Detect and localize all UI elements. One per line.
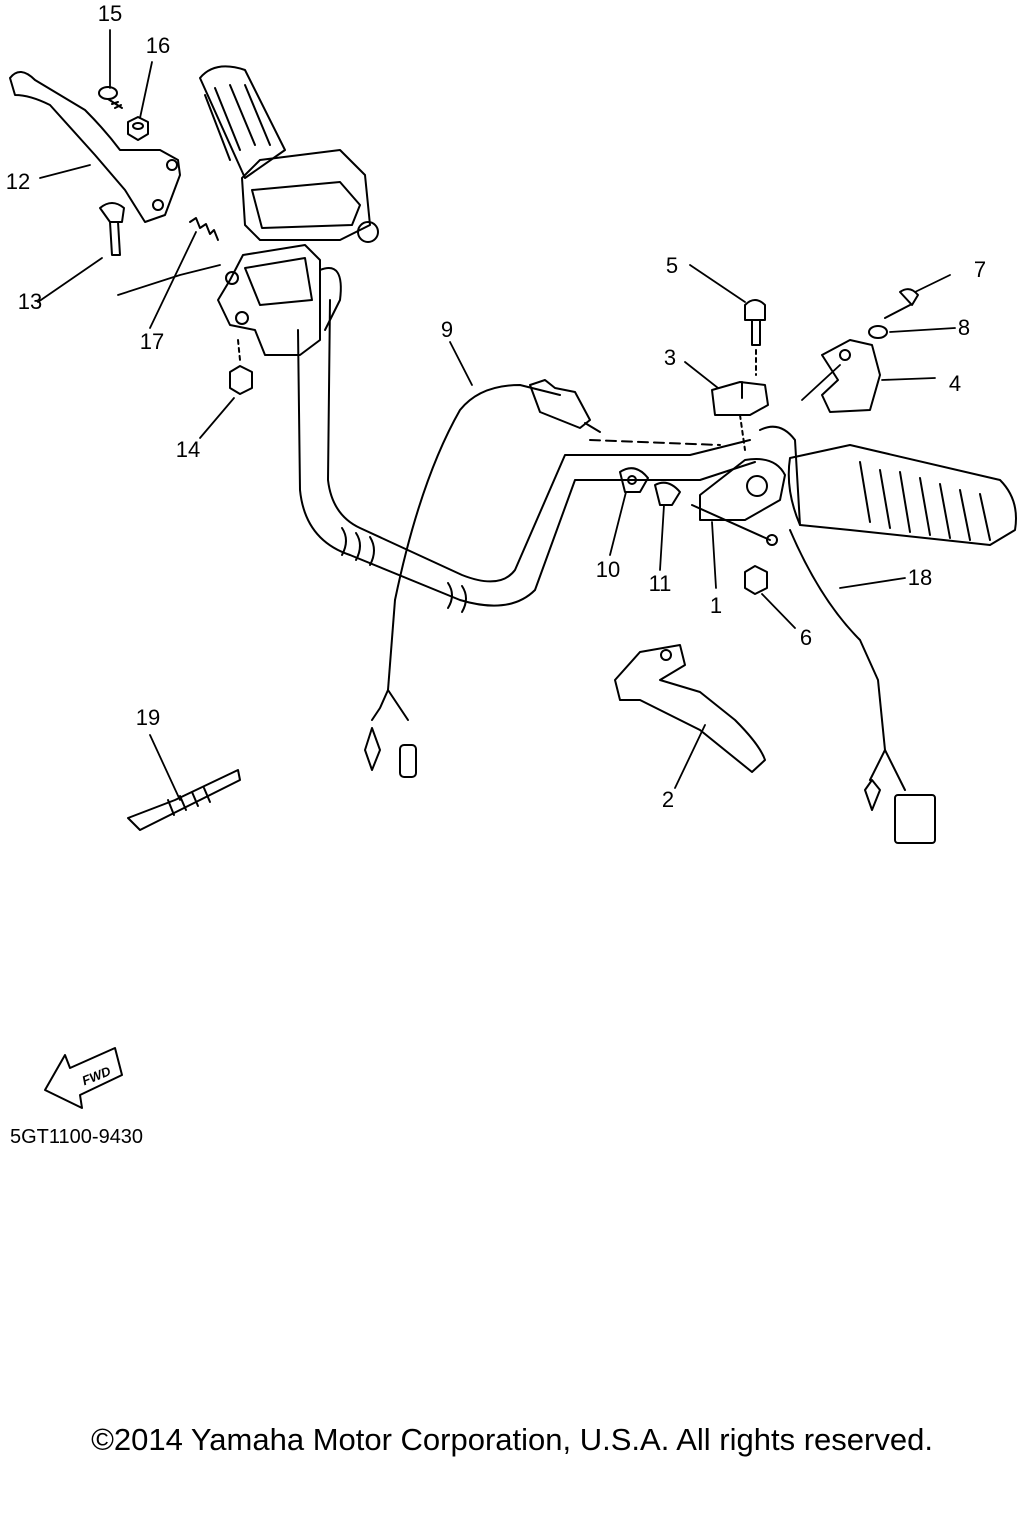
callout-17: 17 — [139, 329, 165, 354]
callout-6: 6 — [799, 625, 813, 650]
cable-18 — [789, 529, 936, 844]
master-cylinder-body — [217, 244, 342, 356]
master-cylinder-reservoir — [241, 149, 379, 243]
clamp-4 — [821, 339, 881, 413]
left-grip — [199, 65, 286, 179]
pivot-bolt-13 — [99, 202, 125, 256]
switch-3 — [711, 381, 769, 416]
callout-11: 11 — [648, 571, 672, 596]
washer-8 — [868, 325, 888, 339]
clutch-lever-2 — [614, 644, 766, 773]
nut-14 — [229, 339, 253, 395]
nut-6 — [744, 565, 768, 595]
copyright-notice: ©2014 Yamaha Motor Corporation, U.S.A. A… — [91, 1422, 933, 1457]
callout-12: 12 — [5, 169, 31, 194]
right-grip — [759, 425, 1017, 546]
callout-7: 7 — [973, 257, 987, 282]
callout-13: 13 — [17, 289, 43, 314]
callout-10: 10 — [595, 557, 621, 582]
bolt-5 — [744, 299, 766, 376]
bolt-15 — [98, 86, 123, 109]
clamp-11 — [654, 481, 681, 506]
callout-5: 5 — [665, 253, 679, 278]
callout-19: 19 — [135, 705, 161, 730]
lever-holder-1 — [691, 414, 786, 546]
cable-tie-19 — [127, 769, 241, 831]
callout-8: 8 — [957, 315, 971, 340]
handlebar — [297, 299, 756, 613]
fwd-arrow-icon: FWD — [44, 1047, 123, 1109]
fwd-label: FWD — [80, 1063, 114, 1088]
spring-17 — [189, 217, 219, 241]
callout-14: 14 — [175, 437, 201, 462]
callout-9: 9 — [440, 317, 454, 342]
leader-lines — [37, 29, 956, 801]
front-brake-lever — [9, 71, 181, 223]
callout-16: 16 — [145, 33, 171, 58]
screw-7 — [884, 288, 919, 319]
callout-15: 15 — [97, 1, 123, 26]
callout-1: 1 — [709, 593, 723, 618]
callout-3: 3 — [663, 345, 677, 370]
switch-cable-9 — [364, 379, 601, 778]
callout-18: 18 — [907, 565, 933, 590]
callout-2: 2 — [661, 787, 675, 812]
nut-16 — [127, 116, 149, 141]
clamp-10 — [619, 467, 649, 493]
diagram-code: 5GT1100-9430 — [10, 1126, 144, 1148]
callout-4: 4 — [948, 371, 962, 396]
